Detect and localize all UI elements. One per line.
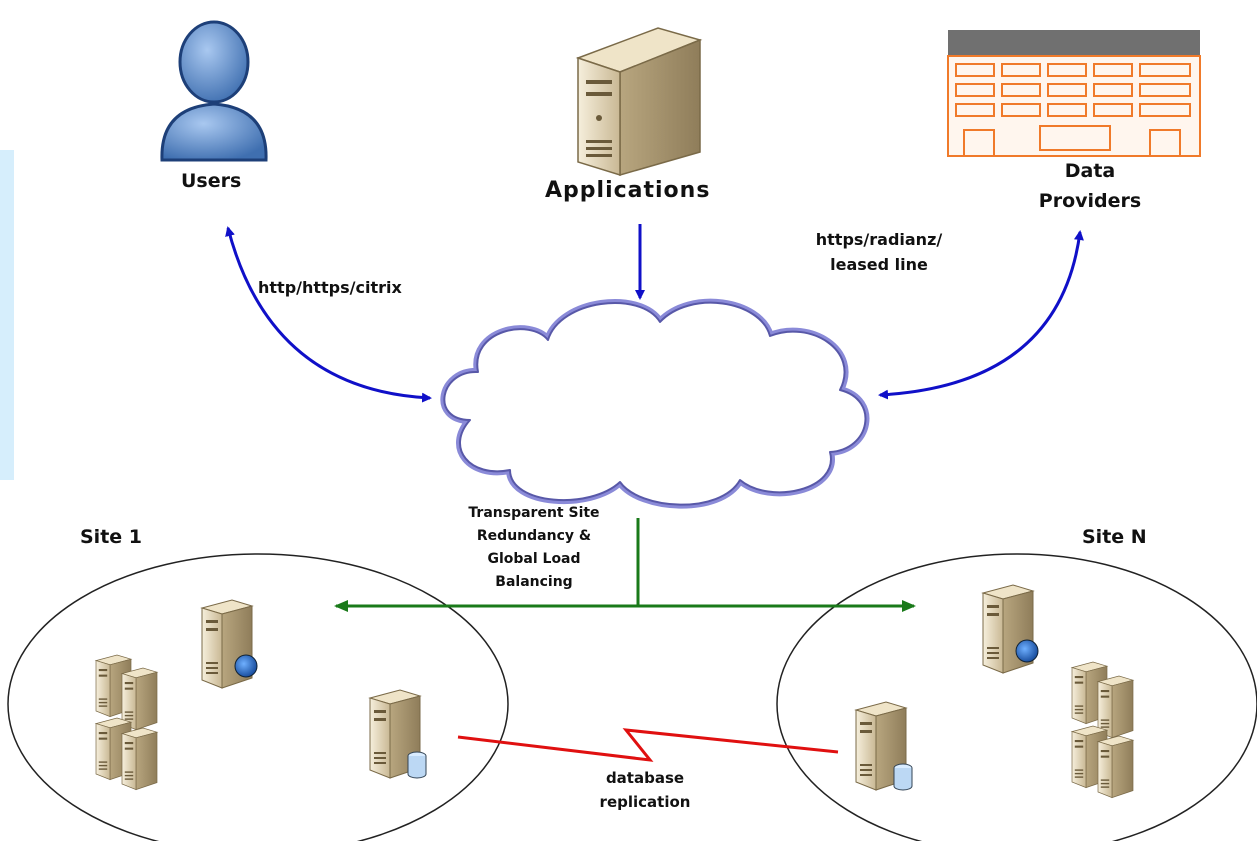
providers-protocol-label: https/radianz/ leased line — [784, 230, 974, 274]
server-cluster-icon — [95, 654, 158, 790]
redundancy-label: Transparent Site Redundancy & Global Loa… — [436, 502, 632, 594]
data-providers-line2: Providers — [1038, 190, 1142, 212]
users-protocol-label: http/https/citrix — [258, 278, 402, 297]
application-server-icon — [575, 27, 703, 177]
replication-line1: database — [605, 769, 685, 787]
web-server-icon-site-n — [982, 584, 1039, 674]
replication-link — [457, 728, 839, 762]
replication-line2: replication — [599, 793, 691, 811]
redundancy-line2: Redundancy & — [476, 528, 592, 544]
database-server-icon-site-n — [855, 701, 913, 791]
redundancy-line3: Global Load — [487, 551, 581, 567]
data-providers-line1: Data — [1064, 160, 1116, 182]
cloud-icon — [440, 298, 870, 509]
redundancy-line4: Balancing — [495, 574, 573, 590]
site-n-boundary — [776, 553, 1257, 841]
providers-protocol-line2: leased line — [830, 255, 928, 274]
user-icon — [160, 20, 268, 162]
server-cluster-icon-site-n — [1071, 661, 1134, 798]
redundancy-line1: Transparent Site — [468, 505, 600, 521]
data-providers-label: Data Providers — [1030, 160, 1150, 212]
site-1-label: Site 1 — [80, 526, 143, 548]
building-icon — [947, 30, 1201, 157]
site-1-boundary — [7, 553, 509, 841]
users-cloud-arrow — [225, 226, 432, 403]
providers-protocol-line1: https/radianz/ — [815, 230, 943, 249]
database-server-icon — [369, 689, 427, 779]
web-server-icon — [201, 599, 258, 689]
site-n-label: Site N — [1082, 526, 1147, 548]
providers-cloud-arrow — [878, 230, 1084, 400]
applications-label: Applications — [545, 178, 711, 203]
replication-label: database replication — [580, 766, 710, 814]
users-label: Users — [181, 170, 242, 192]
